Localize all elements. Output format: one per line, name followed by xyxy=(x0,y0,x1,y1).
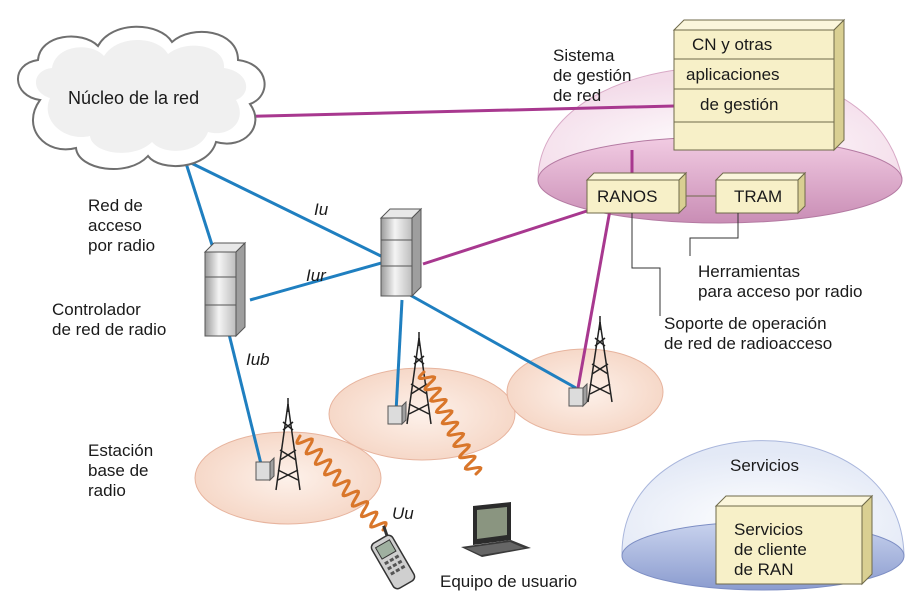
iub-label: Iub xyxy=(246,350,270,369)
iub-link-middle xyxy=(394,299,404,413)
uu-label: Uu xyxy=(392,504,414,523)
blue-links xyxy=(183,158,577,469)
antenna-tower-icon xyxy=(406,332,432,425)
ran-label-line1: Red de xyxy=(88,196,143,215)
rbs-label-line2: base de xyxy=(88,461,149,480)
cloud-icon xyxy=(17,25,266,170)
oss-label-line1: Soporte de operación xyxy=(664,314,827,333)
cn-box-line1: CN y otras xyxy=(692,35,773,54)
ranos-to-rbs-link xyxy=(576,209,612,389)
iu-link-right xyxy=(184,158,386,260)
tram-box xyxy=(714,171,807,215)
rnc-to-ranos-link xyxy=(422,208,591,266)
server-icon xyxy=(203,241,247,338)
antenna-tower-icon xyxy=(275,398,301,491)
radio-waves xyxy=(295,370,483,532)
cell-left xyxy=(194,431,382,525)
rnc-label-line1: Controlador xyxy=(52,300,141,319)
cn-box-line3: de gestión xyxy=(700,95,779,114)
iub-link-left xyxy=(226,329,264,469)
magenta-links xyxy=(224,104,675,389)
oss-callout-line xyxy=(631,213,661,316)
services-box-line3: de RAN xyxy=(734,560,794,579)
rnc-label-line2: de red de radio xyxy=(52,320,167,339)
core-to-nms-link xyxy=(224,104,675,119)
iub-link-right xyxy=(409,293,577,390)
nms-label-line3: de red xyxy=(553,86,602,105)
user-equipment-label: Equipo de usuario xyxy=(440,572,578,591)
tools-label-line1: Herramientas xyxy=(698,262,801,281)
radio-wave-to-laptop xyxy=(417,370,483,476)
services-title: Servicios xyxy=(730,456,799,475)
nms-label-line2: de gestión xyxy=(553,66,632,85)
radio-wave-to-phone xyxy=(295,434,388,532)
cn-box-line2: aplicaciones xyxy=(686,65,780,84)
services-box-line1: Servicios xyxy=(734,520,803,539)
tools-callout-line xyxy=(689,213,739,256)
services-box-line2: de cliente xyxy=(734,540,807,559)
oss-label-line2: de red de radioacceso xyxy=(664,334,833,353)
antenna-tower-icon xyxy=(587,316,613,403)
rbs-label-line3: radio xyxy=(88,481,126,500)
ran-label-line2: acceso xyxy=(88,216,142,235)
cn-management-box xyxy=(672,18,846,152)
nms-label-line1: Sistema xyxy=(553,46,615,65)
laptop-icon xyxy=(461,502,531,557)
mobile-phone-icon xyxy=(370,525,416,590)
iu-link-left xyxy=(183,159,215,249)
tools-label-line2: para acceso por radio xyxy=(698,282,863,301)
iu-label: Iu xyxy=(314,200,329,219)
tram-label: TRAM xyxy=(734,187,783,206)
ran-label-line3: por radio xyxy=(88,236,156,255)
ran-customer-services-box xyxy=(714,494,874,586)
ranos-box xyxy=(585,171,688,215)
base-station-cabinet-icon xyxy=(568,382,588,408)
server-icon xyxy=(379,207,423,298)
core-network-label: Núcleo de la red xyxy=(68,88,200,108)
iur-label: Iur xyxy=(306,266,326,285)
rbs-label-line1: Estación xyxy=(88,441,154,460)
cell-middle xyxy=(328,367,516,461)
iur-link xyxy=(249,260,386,302)
base-station-cabinet-icon xyxy=(387,400,407,426)
ranos-label: RANOS xyxy=(597,187,658,206)
base-station-cabinet-icon xyxy=(255,456,275,482)
